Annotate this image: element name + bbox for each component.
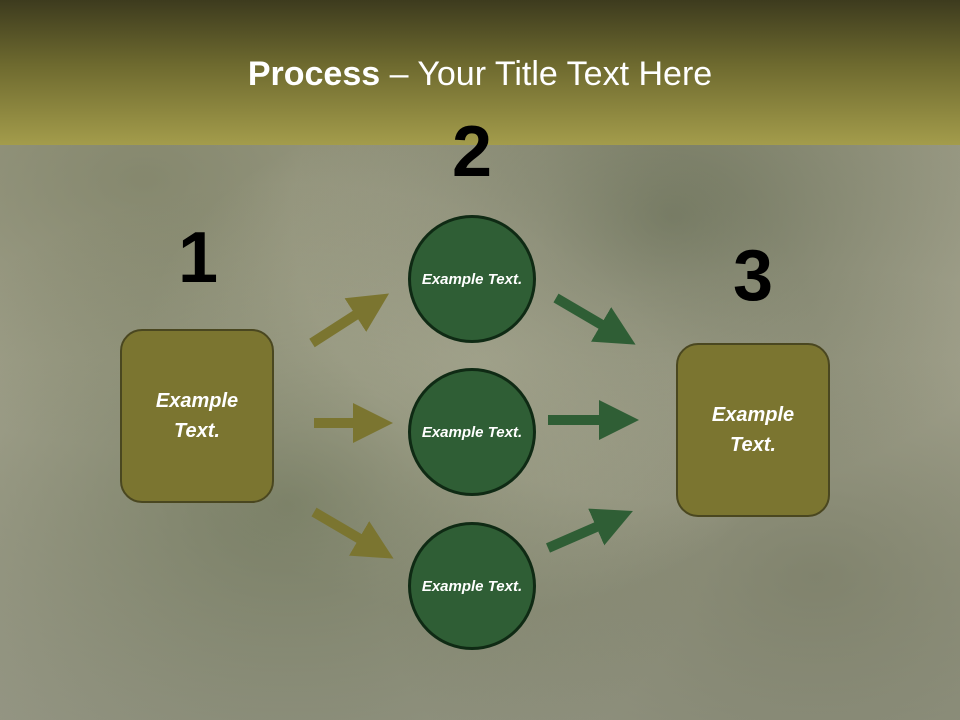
circle-bottom-text: Example Text. — [421, 577, 523, 595]
arrow-top-to-right — [553, 293, 636, 345]
circle-middle: Example Text. — [408, 368, 536, 496]
arrow-left-to-top — [309, 293, 390, 348]
step-number-1: 1 — [177, 218, 219, 298]
right-process-box: Example Text. — [676, 343, 830, 517]
left-process-box: Example Text. — [120, 329, 274, 503]
title-bar — [0, 0, 960, 145]
arrow-bottom-to-right — [546, 508, 633, 553]
circle-top-text: Example Text. — [421, 270, 523, 288]
right-box-text: Example Text. — [711, 404, 795, 456]
arrow-left-to-bottom — [311, 507, 394, 559]
step-number-2: 2 — [451, 112, 493, 192]
circle-top: Example Text. — [408, 215, 536, 343]
circle-middle-text: Example Text. — [421, 423, 523, 441]
slide-title: Process – Your Title Text Here — [0, 52, 960, 96]
step-number-3: 3 — [732, 236, 774, 316]
left-box-text: Example Text. — [155, 390, 239, 442]
title-bold: Process — [247, 55, 381, 93]
circle-bottom: Example Text. — [408, 522, 536, 650]
title-rest: – Your Title Text Here — [380, 55, 713, 93]
